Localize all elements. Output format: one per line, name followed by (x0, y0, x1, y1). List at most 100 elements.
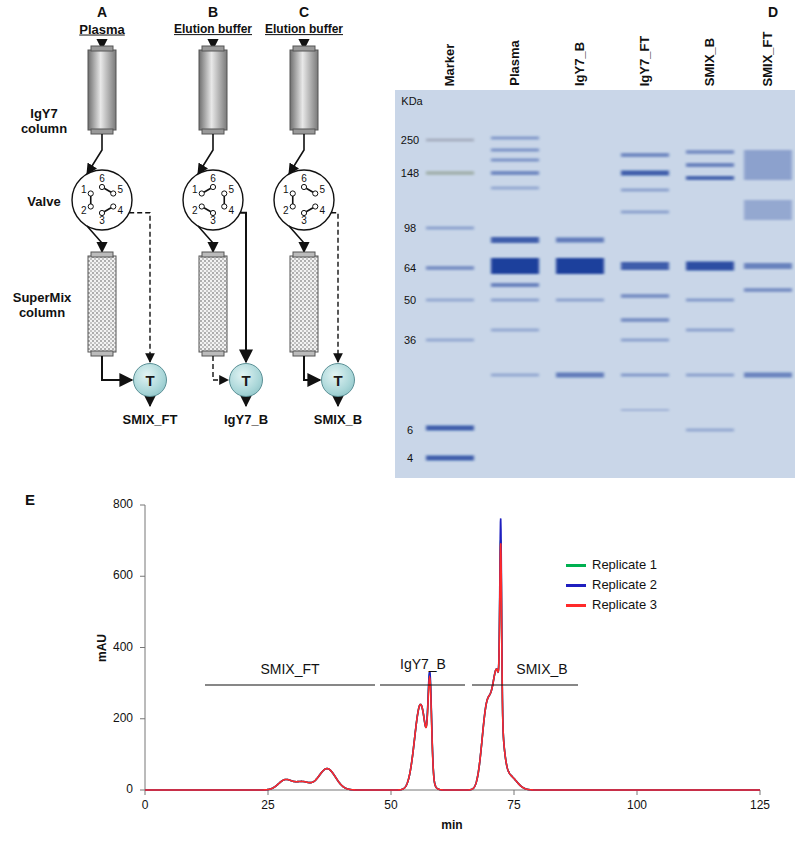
protein-band (556, 238, 604, 243)
figure-label: 2 (81, 205, 87, 217)
figure-label: SuperMix column (10, 291, 74, 321)
figure-label: 64 (404, 262, 416, 275)
figure-label: SMIX_FT (761, 31, 776, 86)
node-text: T (241, 372, 250, 389)
protein-band (686, 329, 734, 332)
protein-band (686, 176, 734, 180)
figure-label: 6 (99, 173, 105, 185)
protein-band (686, 163, 734, 167)
protein-band (744, 150, 792, 180)
supermix-outlet-line (213, 356, 228, 380)
protein-band (491, 258, 539, 274)
igy7-column (88, 50, 116, 130)
figure-label: 400 (113, 641, 133, 655)
replicate-trace (145, 543, 760, 790)
figure-label: 36 (404, 334, 416, 347)
protein-band (686, 374, 734, 377)
figure-label: min (441, 819, 462, 833)
figure-label: 50 (384, 799, 397, 813)
figure-label: 98 (404, 222, 416, 235)
protein-band (621, 318, 669, 322)
figure-label: IgY7_FT (638, 35, 653, 86)
figure-label: C (299, 4, 309, 20)
protein-band (426, 266, 474, 270)
legend-text: Replicate 3 (592, 597, 657, 612)
bypass-line (129, 213, 150, 362)
figure-label: 4 (117, 205, 123, 217)
protein-band (491, 329, 539, 332)
figure-label: A (97, 4, 107, 20)
protein-band (491, 159, 539, 162)
figure-label: IgY7_B (224, 413, 268, 428)
flow-panel (72, 39, 150, 406)
tee-junction: T (133, 363, 167, 397)
protein-band (744, 263, 792, 269)
figure-label: 5 (319, 184, 325, 196)
igy7-column (199, 50, 227, 130)
protein-band (744, 373, 792, 378)
protein-band (621, 171, 669, 176)
protein-band (491, 283, 539, 287)
figure-label: SMIX_B (314, 413, 362, 428)
figure-label: SMIX_B (514, 661, 569, 677)
protein-band (491, 187, 539, 190)
protein-band (686, 429, 734, 432)
node-text: T (333, 372, 342, 389)
figure-label: Plasma (508, 40, 523, 86)
protein-band (426, 227, 474, 230)
figure-label: 4 (319, 205, 325, 217)
node-text: T (145, 372, 154, 389)
legend-swatch (566, 604, 586, 607)
figure-label: 2 (283, 205, 289, 217)
protein-band (491, 137, 539, 140)
figure-label: 2 (192, 205, 198, 217)
protein-band (621, 374, 669, 377)
protein-band (621, 153, 669, 157)
figure-label: SMIX_FT (258, 661, 321, 677)
supermix-outlet-line (102, 356, 132, 380)
legend-text: Replicate 1 (592, 557, 657, 572)
figure-label: 4 (228, 205, 234, 217)
protein-band (744, 288, 792, 292)
figure-label: Elution buffer (265, 23, 343, 37)
gel-background (395, 90, 795, 478)
figure-label: 5 (228, 184, 234, 196)
figure-label: 75 (507, 799, 520, 813)
replicate-trace (145, 540, 760, 790)
legend-swatch (566, 584, 586, 587)
figure-label: IgY7 column (20, 107, 68, 137)
igy7-column (290, 50, 318, 130)
figure-label: 600 (113, 569, 133, 583)
figure-label: 4 (407, 452, 413, 465)
protein-band (744, 200, 792, 220)
fraction-bracket (380, 684, 465, 685)
protein-band (426, 456, 474, 461)
figure-label: IgY7_B (573, 42, 588, 86)
figure-label: 3 (301, 215, 307, 227)
valve (72, 170, 132, 230)
figure-label: D (768, 4, 778, 20)
sds-gel (395, 90, 795, 478)
figure-label: E (25, 491, 35, 508)
figure-label: 0 (126, 783, 133, 797)
protein-band (621, 409, 669, 411)
protein-band (686, 150, 734, 154)
protein-band (621, 294, 669, 298)
tee-junction: T (321, 363, 355, 397)
figure-label: 1 (192, 184, 198, 196)
protein-band (491, 237, 539, 243)
figure-label: 100 (627, 799, 647, 813)
protein-band (686, 262, 734, 271)
figure-label: 200 (113, 712, 133, 726)
bypass-line (331, 213, 338, 362)
protein-band (621, 339, 669, 342)
protein-band (686, 299, 734, 302)
figure-label: 3 (210, 215, 216, 227)
figure-label: IgY7_B (398, 656, 448, 672)
protein-band (426, 426, 474, 431)
figure-label: 5 (117, 184, 123, 196)
figure-label: KDa (401, 95, 422, 108)
figure-label: 800 (113, 498, 133, 512)
axis-line (145, 505, 760, 790)
figure-label: 6 (301, 173, 307, 185)
